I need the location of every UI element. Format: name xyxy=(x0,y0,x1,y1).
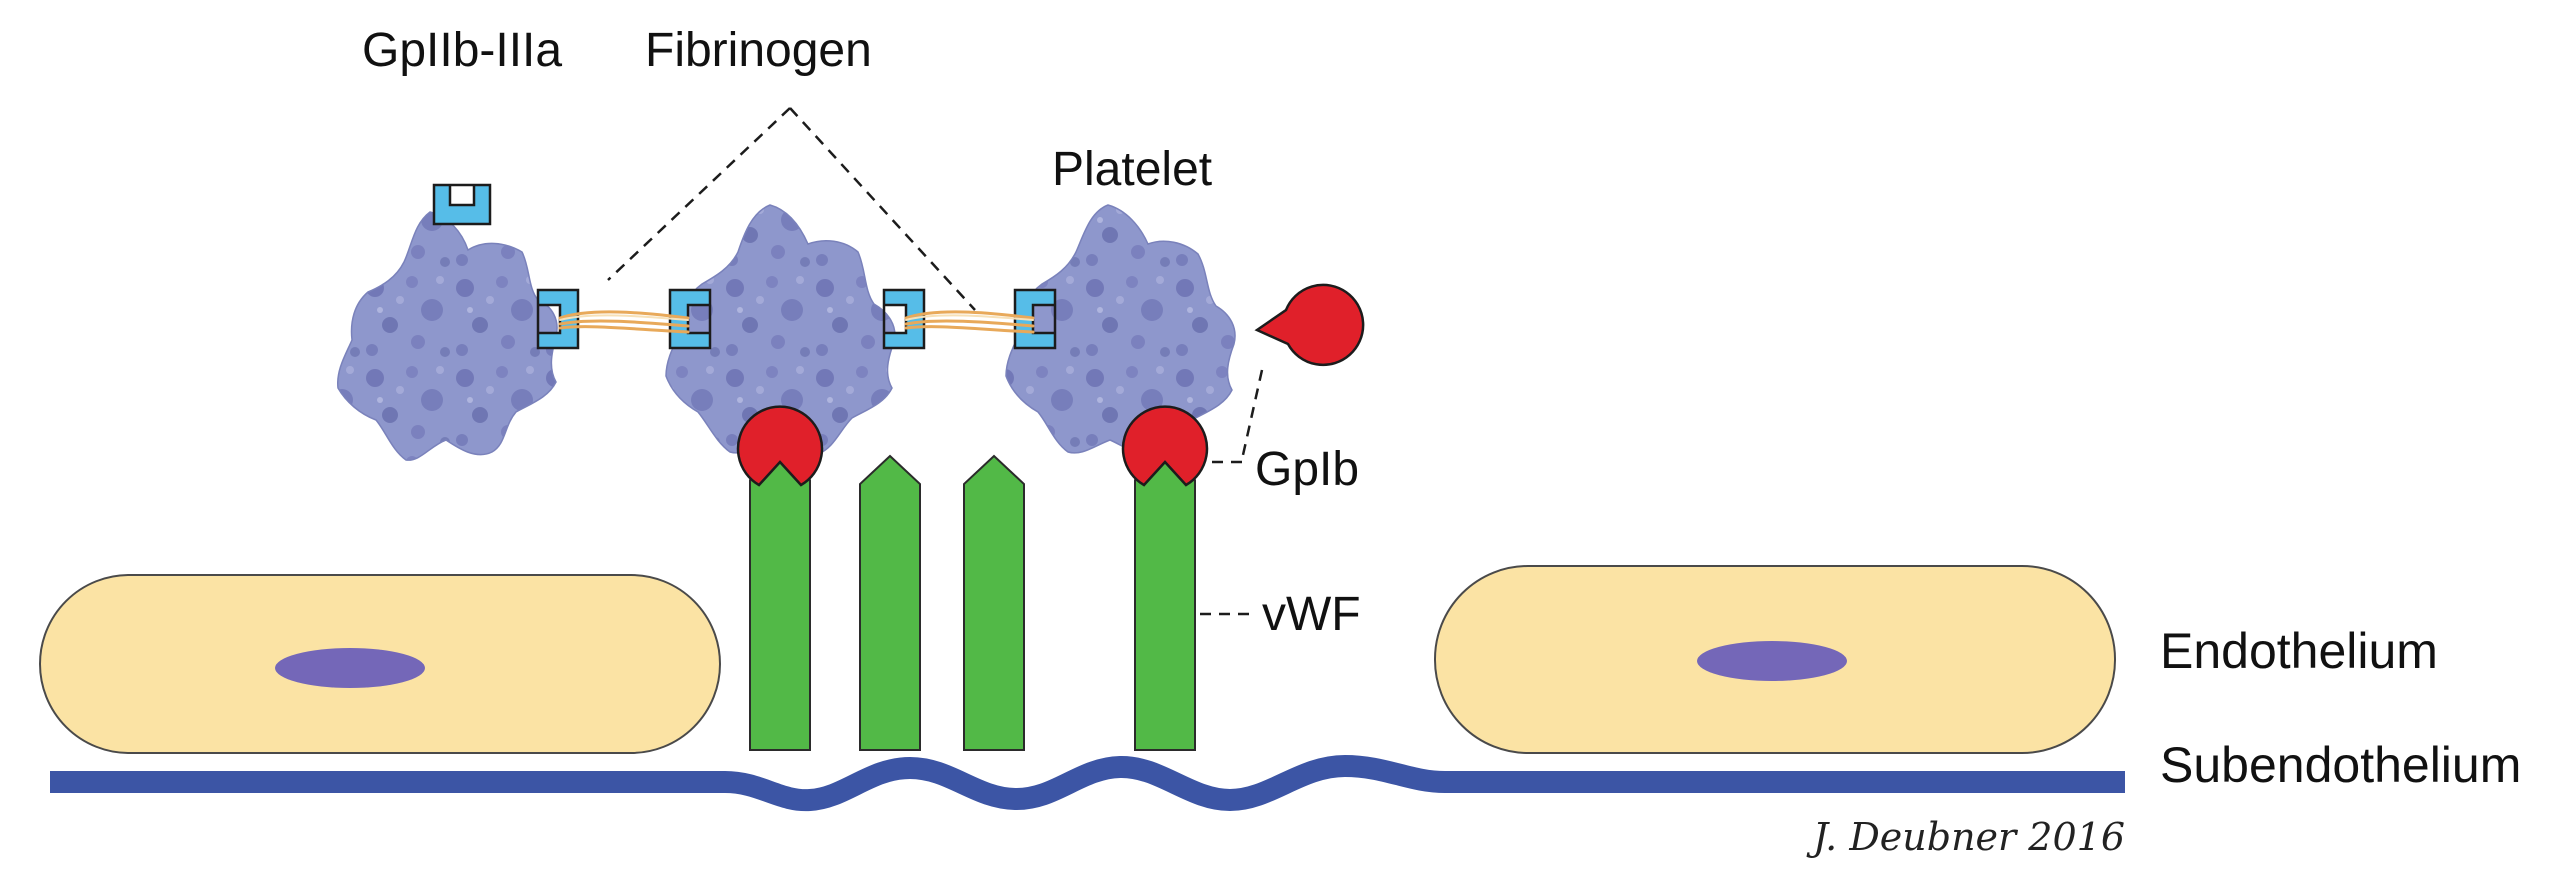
subendothelium-band xyxy=(50,754,2125,812)
gp2b3a-receptor-p1-right xyxy=(536,288,580,350)
endothelial-cell-left xyxy=(39,574,721,754)
endothelial-cell-right xyxy=(1434,565,2116,754)
leader-lines xyxy=(607,107,1264,616)
vwf-fiber-4 xyxy=(1134,450,1196,751)
label-gp2b3a: GpIIb-IIIa xyxy=(362,24,562,77)
fibrinogen-leader-left xyxy=(607,107,791,281)
gp1b-receptor-p2 xyxy=(736,405,824,487)
author-credit: J. Deubner 2016 xyxy=(1806,815,2125,859)
gp1b-receptors xyxy=(736,283,1365,487)
label-gp1b: GpIb xyxy=(1255,443,1359,496)
label-endothelium: Endothelium xyxy=(2160,623,2438,679)
gp2b3a-receptor-p2-left xyxy=(668,288,712,350)
label-vwf: vWF xyxy=(1262,588,1361,641)
gp1b-receptor-p3 xyxy=(1121,405,1209,487)
gp1b-receptor-free xyxy=(1254,283,1365,367)
nucleus-left xyxy=(275,648,425,688)
platelet-3 xyxy=(1005,204,1236,456)
gp2b3a-receptor-top xyxy=(432,183,492,226)
fibrinogen-bridge-1 xyxy=(558,310,690,334)
label-subendothelium: Subendothelium xyxy=(2160,737,2521,793)
fibrinogen-bridge-2 xyxy=(904,310,1035,334)
gp1b-leader-upper xyxy=(1241,369,1264,456)
nucleus-right xyxy=(1697,641,1847,681)
platelet-1 xyxy=(337,211,558,461)
gp2b3a-receptor-p3-left xyxy=(1013,288,1057,350)
vwf-fiber-1 xyxy=(749,450,811,751)
fibrinogen-bridges xyxy=(558,310,1035,334)
vwf-fiber-2 xyxy=(859,454,921,751)
gp2b3a-receptor-p2-right xyxy=(882,288,926,350)
label-fibrinogen: Fibrinogen xyxy=(645,24,872,77)
vwf-fiber-3 xyxy=(963,454,1025,751)
gp2b3a-receptors xyxy=(432,183,1057,350)
vwf-fibers xyxy=(749,450,1196,751)
fibrinogen-leader-right xyxy=(789,107,976,311)
label-platelet: Platelet xyxy=(1052,143,1212,196)
